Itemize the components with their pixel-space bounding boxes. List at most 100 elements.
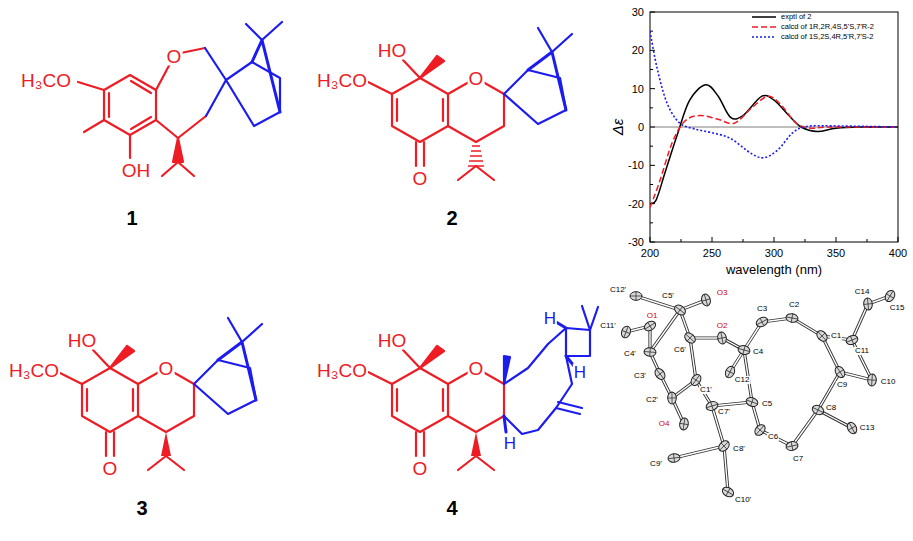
principal-axes: [700, 293, 712, 307]
tick: [650, 242, 655, 243]
tick-label: 300: [764, 248, 784, 259]
bond-outline: [852, 340, 872, 380]
atom-label: C9: [836, 381, 848, 389]
principal-axes: [753, 423, 767, 438]
principal-axes: [883, 289, 897, 304]
tick-label: 400: [888, 248, 908, 259]
tick-label: 30: [631, 7, 645, 18]
atom-label: C13: [859, 424, 876, 432]
principal-axes: [755, 315, 770, 328]
atom-label: C5: [761, 400, 773, 408]
ellipsoid: [630, 292, 642, 301]
cd-curve: [650, 85, 898, 204]
principal-axes: [620, 325, 632, 339]
compound-number: 1: [125, 208, 138, 228]
ellipsoid: [673, 303, 688, 317]
ellipsoid: [867, 374, 876, 387]
atom-ellipsoid: [811, 404, 826, 417]
tick: [712, 237, 713, 242]
atom-label: O4: [658, 420, 671, 428]
atom-label: C7: [792, 455, 804, 463]
atom-label: C15: [889, 304, 906, 312]
atom-label: H₃CO: [20, 71, 72, 90]
ellipsoid: [668, 392, 677, 404]
atom-ellipsoid: [785, 313, 798, 324]
structure-4: [368, 306, 598, 470]
cd-curve: [650, 96, 898, 207]
atom-label: C11: [854, 347, 870, 355]
bond-outline: [792, 410, 818, 446]
atom-label: O: [412, 169, 429, 188]
ellipsoid: [644, 347, 657, 357]
atom-label: HO: [377, 331, 408, 350]
structure-1: [78, 22, 282, 176]
compound-number: 2: [445, 208, 458, 228]
ellipsoid: [815, 329, 829, 344]
ellipsoid: [845, 334, 859, 346]
principal-axes: [845, 334, 859, 346]
atom-ellipsoid: [845, 421, 858, 436]
tick-label: 10: [631, 83, 645, 94]
atom-label: C8: [825, 404, 837, 412]
principal-axes: [867, 374, 876, 387]
tick-label: 250: [702, 248, 722, 259]
atom-ellipsoid: [717, 331, 728, 344]
principal-axes: [668, 453, 681, 463]
tick: [836, 237, 837, 242]
ellipsoid: [643, 319, 658, 333]
atom-ellipsoid: [630, 292, 642, 301]
tick: [650, 237, 651, 242]
atom-ellipsoid: [668, 453, 681, 463]
tick: [774, 237, 775, 242]
tick: [650, 184, 653, 185]
principal-axes: [815, 329, 829, 344]
atom-ellipsoid: [867, 374, 876, 387]
atom-label: C14: [854, 288, 871, 296]
bond-core: [690, 338, 696, 380]
atom-ellipsoid: [753, 423, 767, 438]
atom-label: C10': [734, 496, 752, 504]
atom-label: C2: [788, 301, 800, 309]
principal-axes: [845, 421, 858, 436]
tick: [650, 69, 653, 70]
atom-ellipsoid: [679, 417, 689, 430]
ellipsoid: [833, 365, 847, 380]
ellipsoid: [717, 439, 732, 454]
atom-ellipsoid: [883, 289, 897, 304]
tick: [650, 146, 653, 147]
ellipsoid: [679, 417, 689, 430]
bond-outline: [724, 446, 728, 492]
atom-label: C4: [752, 348, 764, 356]
atom-label: C7': [717, 408, 731, 416]
atom-ellipsoid: [755, 315, 770, 328]
ellipsoid: [863, 298, 873, 311]
bond-core: [674, 446, 724, 458]
tick: [650, 127, 655, 128]
atom-label: H: [503, 435, 517, 452]
compound-number: 4: [445, 498, 458, 518]
atom-label: C8': [732, 445, 746, 453]
atom-label: O1: [646, 312, 659, 320]
atom-ellipsoid: [737, 344, 751, 355]
atom-label: C3': [633, 372, 647, 380]
atom-ellipsoid: [643, 319, 658, 333]
principal-axes: [679, 417, 689, 430]
atom-ellipsoid: [644, 347, 657, 357]
tick-label: -30: [627, 237, 645, 248]
ellipsoid: [620, 325, 632, 339]
atom-label: C6: [767, 433, 779, 441]
tick-label: 200: [640, 248, 660, 259]
principal-axes: [643, 319, 658, 333]
axis-title: wavelength (nm): [725, 263, 823, 276]
bond-core: [724, 446, 728, 492]
crystal-structure-ortep: [620, 289, 897, 499]
ellipsoid: [753, 423, 767, 438]
atom-label: C5': [661, 292, 675, 300]
tick-label: 20: [631, 45, 645, 56]
tick: [681, 239, 682, 242]
ellipsoid: [668, 453, 681, 463]
ellipsoid: [745, 396, 759, 408]
legend-text: exptl of 2: [780, 13, 812, 21]
atom-label: O: [166, 47, 183, 66]
